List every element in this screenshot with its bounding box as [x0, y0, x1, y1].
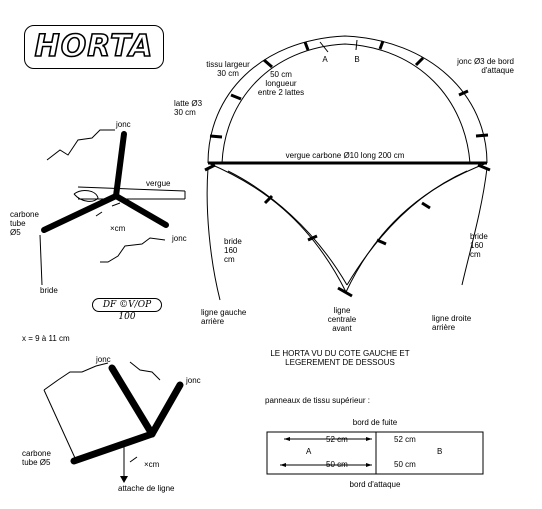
canopy-outer-edge [207, 35, 488, 164]
label-x-range: x = 9 à 11 cm [22, 334, 70, 343]
detail-top-bride [39, 234, 43, 286]
batten-3 [263, 58, 273, 69]
lower-sail-right [345, 162, 488, 293]
batten-1 [209, 134, 223, 139]
batten-10 [307, 234, 318, 242]
label-vergue-detail: vergue [146, 179, 171, 188]
batten-2 [230, 93, 242, 101]
label-carbone-bottom: carbone tube Ø5 [22, 449, 51, 467]
batten-11 [376, 238, 387, 246]
detail-top-loop [73, 190, 99, 202]
lower-sail-inner-right [346, 170, 468, 286]
wingtip-left [204, 163, 216, 172]
label-bride-detail: bride [40, 286, 58, 295]
batten-4 [303, 41, 310, 51]
detail-top-fabric-edge-right [100, 237, 166, 263]
pointer-a [319, 41, 329, 53]
label-tissu-largeur: tissu largeur 30 cm [206, 60, 250, 78]
batten-9 [263, 194, 274, 205]
detail-top-tube-jonc-right [113, 193, 169, 228]
detail-bottom-arrowhead [120, 476, 128, 483]
batten-5 [378, 40, 385, 50]
label-vergue-carbone: vergue carbone Ø10 long 200 cm [285, 151, 405, 160]
label-a: A [322, 55, 328, 64]
label-bride-right: bride 160 cm [470, 232, 488, 259]
label-jonc-bottom-2: jonc [186, 376, 201, 385]
detail-bottom-tube-carbone [70, 430, 156, 465]
detail-top-tube-carbone [41, 193, 119, 233]
label-longueur: 50 cm longueur entre 2 lattes [257, 70, 305, 97]
panel-outline [266, 431, 484, 475]
bridle-left [206, 167, 221, 301]
detail-bottom-tube-jonc-right [148, 381, 184, 438]
detail-top-arrow-b [111, 202, 121, 207]
signature-stamp: DF ©V/OP 100 [92, 298, 162, 322]
label-xcm-bottom: ×cm [144, 460, 160, 469]
label-b: B [354, 55, 360, 64]
diagram-title: LE HORTA VU DU COTE GAUCHE ET LEGEREMENT… [270, 349, 410, 367]
lower-sail-left [207, 162, 347, 293]
label-bord-fuite: bord de fuite [352, 418, 398, 427]
detail-bottom-fabric-edge [43, 362, 109, 391]
label-jonc-top-right: jonc [172, 234, 187, 243]
batten-8 [475, 133, 489, 138]
wingtip-right [477, 163, 491, 172]
detail-top-spar-1 [77, 186, 186, 192]
panel-b-top-length: 52 cm [394, 435, 416, 444]
batten-12 [421, 201, 431, 210]
batten-6 [414, 56, 425, 67]
logo-text: HORTA [34, 29, 154, 65]
panel-b-name: B [437, 447, 443, 456]
label-bord-attaque: bord d'attaque [349, 480, 401, 489]
nose-tip [337, 286, 353, 298]
bridle-right [461, 167, 488, 286]
detail-top-fabric-edge [46, 129, 115, 161]
label-ligne-gauche: ligne gauche arrière [201, 308, 247, 326]
label-attache: attache de ligne [118, 484, 175, 493]
detail-top-arrow-a [95, 211, 103, 217]
panel-b-bottom-length: 50 cm [394, 460, 416, 469]
label-xcm-top: ×cm [110, 224, 126, 233]
horta-logo: HORTA [24, 25, 164, 69]
batten-7 [458, 89, 469, 97]
detail-bottom-tube-jonc [108, 364, 156, 438]
panel-a-top-length: 52 cm [326, 435, 348, 444]
label-ligne-droite: ligne droite arrière [432, 314, 472, 332]
detail-bottom-fabric-side [43, 389, 76, 459]
label-jonc-bord: jonc Ø3 de bord d'attaque [457, 57, 514, 75]
label-latte: latte Ø3 30 cm [174, 99, 203, 117]
label-jonc-bottom-1: jonc [96, 355, 111, 364]
canopy-inner-edge [221, 43, 471, 164]
label-panneaux: panneaux de tissu supérieur : [265, 396, 370, 405]
label-jonc-top: jonc [116, 120, 131, 129]
panel-a-bottom-length: 50 cm [326, 460, 348, 469]
label-bride-left: bride 160 cm [224, 237, 242, 264]
detail-bottom-fabric-edge-2 [129, 361, 161, 381]
detail-top-tube-jonc [113, 131, 127, 199]
label-ligne-centrale: ligne centrale avant [327, 306, 357, 333]
pointer-b [355, 39, 358, 51]
panel-a-name: A [306, 447, 312, 456]
detail-bottom-arrow-a [129, 456, 138, 463]
label-carbone-top: carbone tube Ø5 [10, 210, 39, 237]
lower-sail-inner-left [227, 170, 348, 286]
